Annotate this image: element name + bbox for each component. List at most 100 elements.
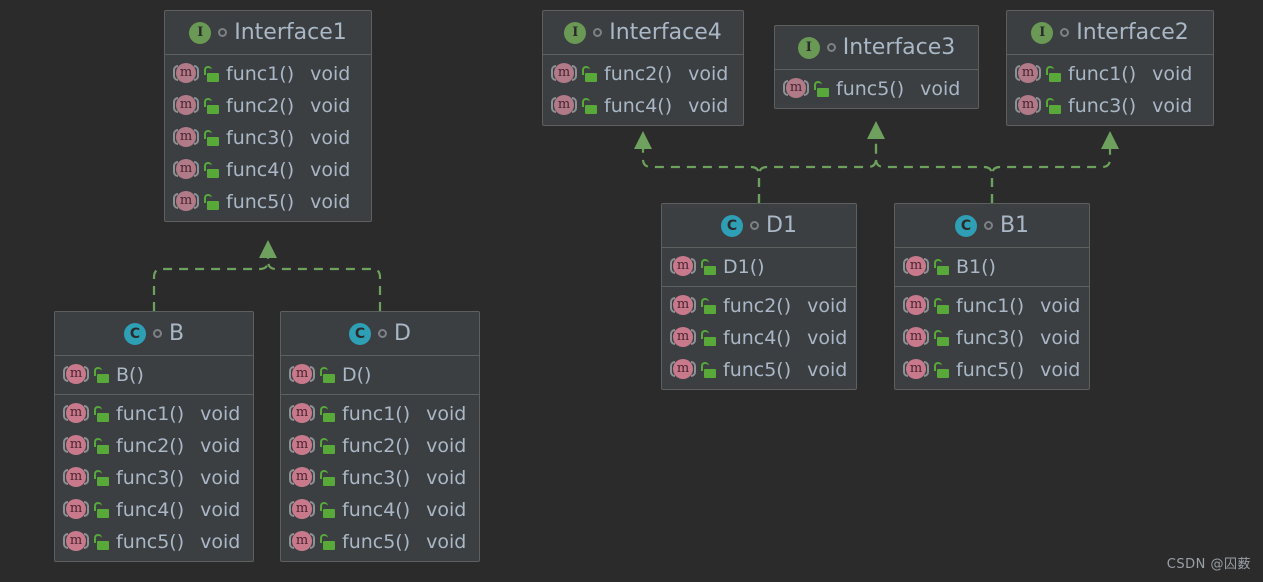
member-return-type: void: [426, 498, 467, 521]
unlocked-padlock-icon: [94, 502, 109, 518]
unlocked-padlock-icon: [320, 502, 335, 518]
unlocked-padlock-icon: [701, 259, 716, 275]
member-return-type: void: [688, 94, 729, 117]
unlocked-padlock-icon: [204, 162, 219, 178]
public-visibility-ring-icon: [152, 329, 162, 338]
member-name: func4(): [604, 94, 673, 117]
public-visibility-ring-icon: [983, 221, 993, 230]
member-name: D1(): [723, 255, 765, 278]
member-name: D(): [342, 363, 372, 386]
method-icon: m: [173, 63, 199, 85]
method-icon: m: [173, 95, 199, 117]
member-name: func4(): [226, 158, 295, 181]
node-title: Interface2: [1076, 19, 1189, 45]
interface-icon: I: [797, 36, 820, 59]
public-visibility-ring-icon: [593, 28, 603, 37]
public-visibility-ring-icon: [826, 43, 836, 52]
unlocked-padlock-icon: [94, 438, 109, 454]
unlocked-padlock-icon: [814, 81, 829, 97]
member-return-type: void: [426, 466, 467, 489]
unlocked-padlock-icon: [701, 298, 716, 314]
class-icon: C: [721, 214, 744, 237]
method-icon: m: [63, 531, 89, 553]
method-icon: m: [670, 327, 696, 349]
unlocked-padlock-icon: [934, 362, 949, 378]
member-name: func5(): [342, 530, 411, 553]
method-icon: m: [289, 531, 315, 553]
member-name: func3(): [956, 326, 1025, 349]
watermark: CSDN @囚薮: [1166, 557, 1251, 572]
public-visibility-ring-icon: [378, 329, 388, 338]
member-name: func5(): [116, 530, 185, 553]
member-name: func5(): [723, 358, 792, 381]
unlocked-padlock-icon: [934, 259, 949, 275]
unlocked-padlock-icon: [320, 438, 335, 454]
member-return-type: void: [1152, 62, 1193, 85]
member-return-type: void: [426, 402, 467, 425]
connector-d-to-interface1: [266, 256, 382, 311]
member-row[interactable]: m D1(): [662, 251, 856, 283]
member-return-type: void: [200, 402, 241, 425]
unlocked-padlock-icon: [94, 367, 109, 383]
method-icon: m: [903, 327, 929, 349]
member-name: B1(): [956, 255, 996, 278]
method-icon: m: [903, 359, 929, 381]
member-name: func2(): [342, 434, 411, 457]
method-icon: m: [173, 159, 199, 181]
method-icon: m: [670, 256, 696, 278]
interface-icon: I: [189, 21, 212, 44]
unlocked-padlock-icon: [701, 362, 716, 378]
method-icon: m: [551, 63, 577, 85]
member-name: func4(): [342, 498, 411, 521]
